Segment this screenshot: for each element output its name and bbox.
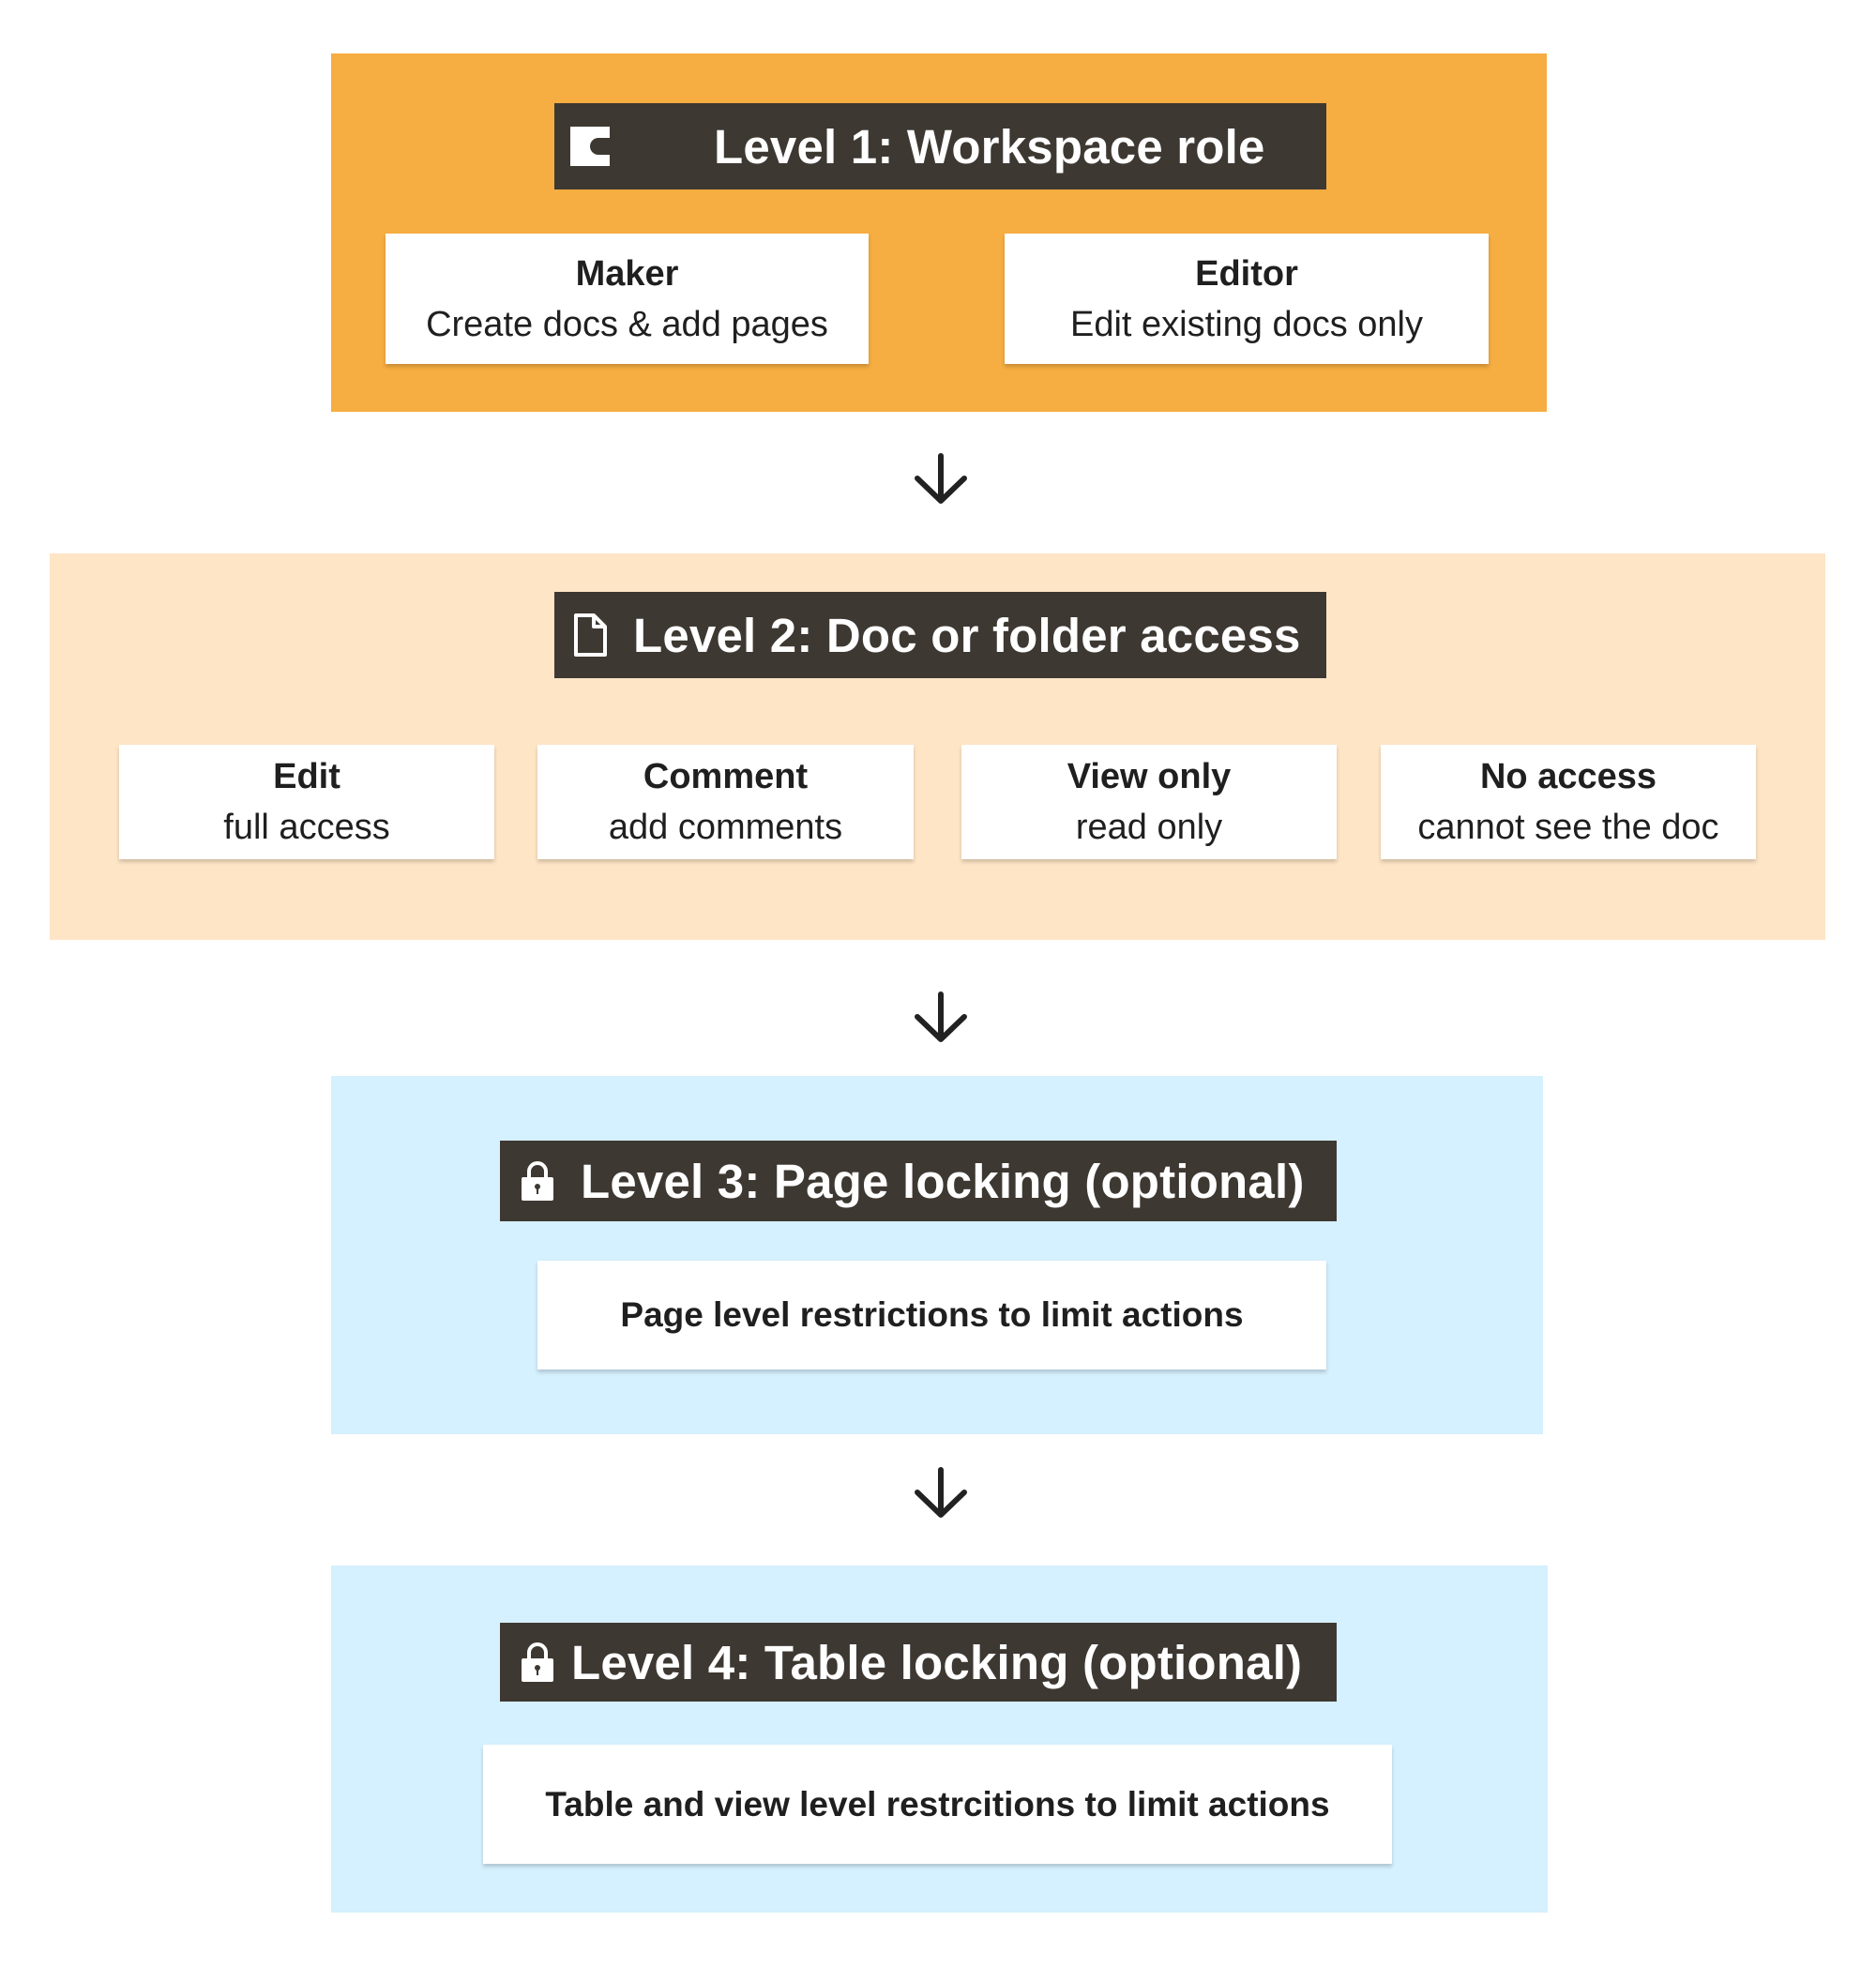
level-4-description: Table and view level restrcitions to lim…	[545, 1784, 1330, 1823]
option-card-view-only: View only read only	[961, 745, 1337, 859]
option-title: Edit	[273, 757, 340, 796]
coda-logo-icon	[567, 124, 613, 169]
level-3-description: Page level restrictions to limit actions	[620, 1295, 1244, 1334]
option-title: No access	[1479, 757, 1657, 796]
document-icon	[567, 613, 613, 658]
option-subtitle: add comments	[608, 808, 843, 847]
option-subtitle: Edit existing docs only	[1070, 304, 1423, 344]
level-4-title: Level 4: Table locking (optional)	[571, 1635, 1303, 1689]
option-subtitle: full access	[223, 808, 390, 847]
option-card-edit: Edit full access	[119, 745, 494, 859]
level-1-header: Level 1: Workspace role	[554, 103, 1326, 189]
level-3-panel	[331, 1076, 1543, 1434]
option-title: Maker	[575, 253, 679, 294]
option-card-maker: Maker Create docs & add pages	[386, 234, 869, 364]
option-card-editor: Editor Edit existing docs only	[1005, 234, 1489, 364]
option-title: Editor	[1195, 253, 1298, 294]
lock-icon	[515, 1640, 560, 1685]
table-restrictions-card: Table and view level restrcitions to lim…	[483, 1745, 1392, 1864]
option-card-no-access: No access cannot see the doc	[1381, 745, 1756, 859]
level-2-title: Level 2: Doc or folder access	[633, 608, 1301, 662]
option-subtitle: Create docs & add pages	[426, 304, 828, 344]
level-4-header: Level 4: Table locking (optional)	[500, 1623, 1337, 1702]
level-1-title: Level 1: Workspace role	[714, 119, 1265, 174]
arrow-down-icon	[915, 453, 967, 504]
option-subtitle: cannot see the doc	[1417, 808, 1719, 847]
arrow-down-icon	[915, 1467, 967, 1518]
page-restrictions-card: Page level restrictions to limit actions	[537, 1261, 1326, 1369]
lock-icon	[515, 1158, 560, 1203]
option-subtitle: read only	[1075, 808, 1223, 847]
level-3-header: Level 3: Page locking (optional)	[500, 1141, 1337, 1221]
option-title: Comment	[643, 757, 809, 796]
level-3-title: Level 3: Page locking (optional)	[581, 1154, 1305, 1208]
option-title: View only	[1067, 757, 1232, 796]
arrow-down-icon	[915, 991, 967, 1042]
level-2-header: Level 2: Doc or folder access	[554, 592, 1326, 678]
option-card-comment: Comment add comments	[537, 745, 914, 859]
